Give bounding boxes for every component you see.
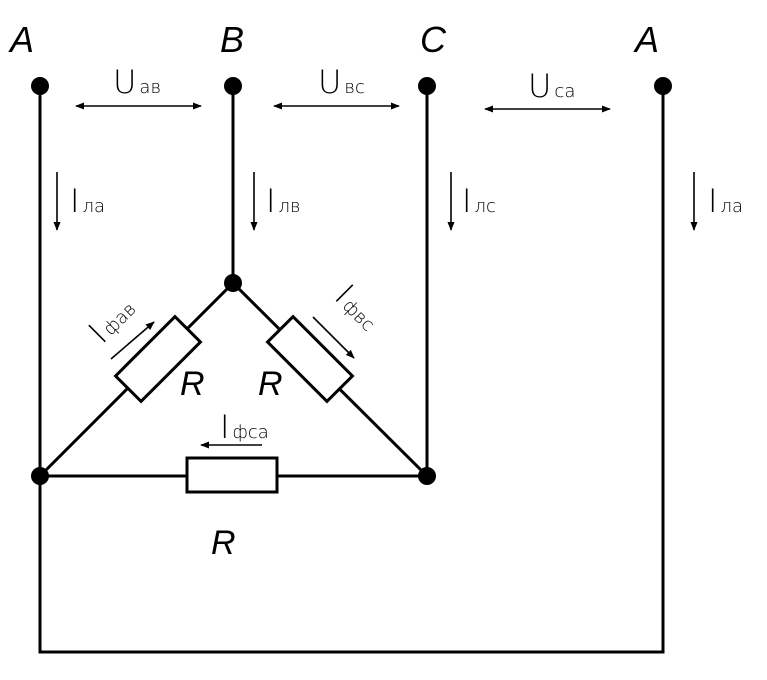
node-a-dot — [31, 467, 49, 485]
node-b-dot — [224, 274, 242, 292]
current-fab-arrow — [110, 321, 155, 360]
terminal-a-right-label: A — [633, 19, 659, 60]
current-fbc-arrow — [312, 316, 355, 359]
terminal-b-label: B — [220, 19, 244, 60]
terminal-b-dot — [224, 77, 242, 95]
terminal-c-dot — [418, 77, 436, 95]
resistor-ab — [113, 314, 203, 404]
node-c-dot — [418, 467, 436, 485]
resistor-ca-label: R — [211, 524, 236, 562]
current-fab-label: Iфав — [81, 289, 143, 351]
resistor-ab-label: R — [180, 365, 205, 403]
return-wire — [38, 474, 665, 654]
terminal-a-right-dot — [654, 77, 672, 95]
terminal-a-left-label: A — [8, 19, 34, 60]
terminal-c-label: C — [420, 19, 447, 60]
terminal-a-left-dot — [31, 77, 49, 95]
current-fbc-label: Iфвс — [327, 277, 388, 338]
resistor-bc-label: R — [258, 365, 283, 403]
resistor-ca — [185, 456, 279, 494]
resistor-bc — [265, 314, 355, 404]
